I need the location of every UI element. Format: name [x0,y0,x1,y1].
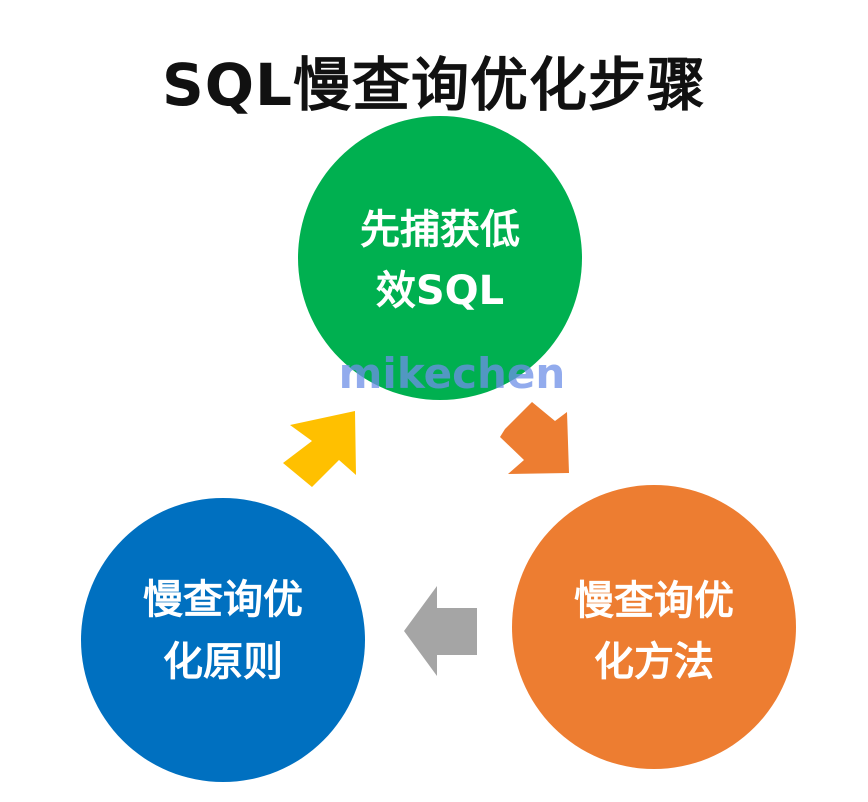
node-principles-circle [81,498,365,782]
node-optimization-methods: 慢查询优 化方法 [512,485,796,769]
node-methods-circle [512,485,796,769]
node-capture-sql: 先捕获低 效SQL [298,116,582,400]
arrow-methods-to-principles [404,586,477,676]
arrow-principles-to-capture [283,411,356,487]
node-capture-circle [298,116,582,400]
node-principles-line1: 慢查询优 [143,577,303,623]
diagram-title: SQL慢查询优化步骤 [161,51,707,119]
node-methods-line1: 慢查询优 [574,578,734,624]
node-capture-line1: 先捕获低 [360,207,520,253]
arrow-capture-to-methods [500,402,569,474]
node-capture-line2: 效SQL [376,268,504,314]
node-principles-line2: 化原则 [163,639,283,685]
node-optimization-principles: 慢查询优 化原则 [81,498,365,782]
node-methods-line2: 化方法 [594,639,714,685]
watermark-text: mikechen [339,349,566,398]
